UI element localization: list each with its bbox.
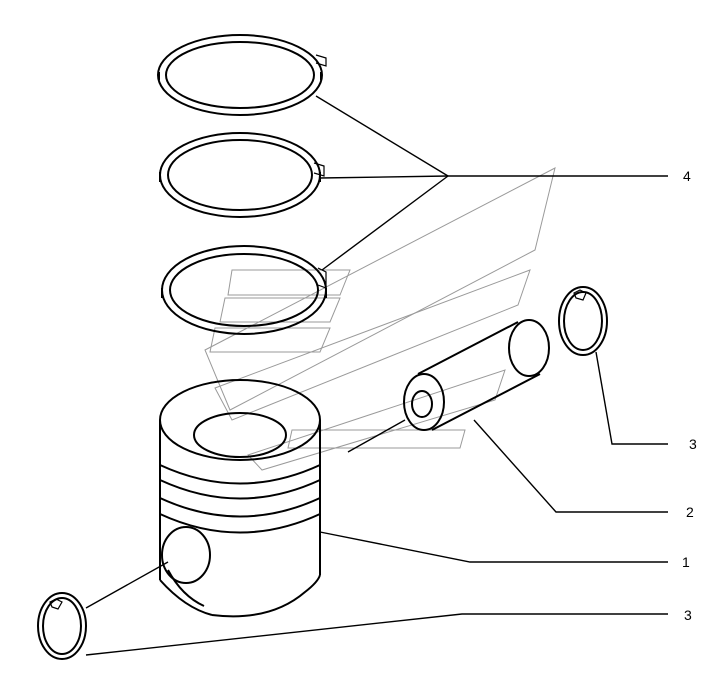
piston <box>159 379 321 618</box>
callout-3-circlip-left: 3 <box>684 607 692 623</box>
callout-3-circlip-right: 3 <box>689 436 697 452</box>
leader-lines <box>85 95 668 656</box>
piston-ring-top <box>157 34 327 116</box>
piston-ring-middle <box>159 132 325 218</box>
piston-pin <box>403 319 550 431</box>
circlip-left <box>37 592 87 660</box>
watermark-logo <box>204 167 556 471</box>
piston-ring-bottom <box>161 245 327 335</box>
callout-2-piston-pin: 2 <box>686 504 694 520</box>
callout-4-piston-rings: 4 <box>683 168 691 184</box>
callout-1-piston: 1 <box>682 554 690 570</box>
circlip-right <box>558 286 608 356</box>
